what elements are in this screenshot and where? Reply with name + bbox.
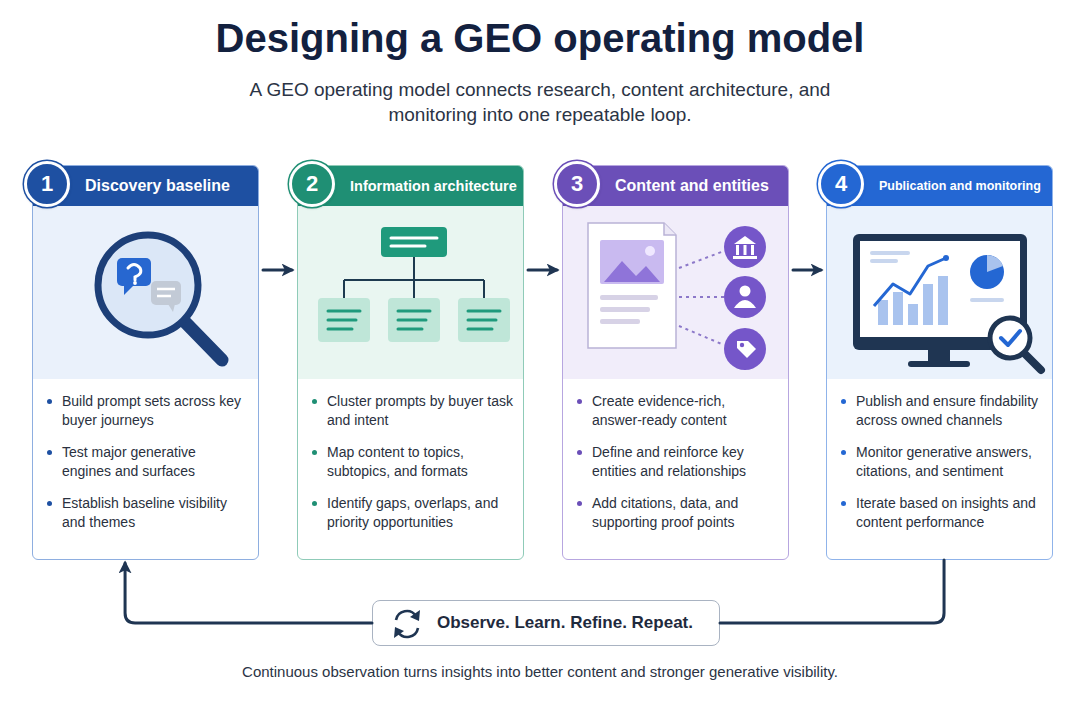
loop-connector (125, 563, 372, 623)
step-number-circle: 3 (554, 161, 600, 207)
flow-arrow (528, 269, 557, 272)
bullet-dot (312, 450, 317, 455)
bullet-dot (47, 450, 52, 455)
bullet-item: Establish baseline visibility and themes (47, 494, 248, 532)
bullet-text: Establish baseline visibility and themes (62, 494, 248, 532)
bullet-item: Add citations, data, and supporting proo… (577, 494, 778, 532)
subtitle-text: A GEO operating model connects research,… (230, 77, 850, 127)
step-number-circle: 4 (818, 161, 864, 207)
card-heading: Discovery baseline (85, 166, 252, 206)
card-heading: Information architecture (350, 166, 517, 206)
bullet-dot (312, 501, 317, 506)
bullet-dot (47, 501, 52, 506)
bullet-text: Define and reinforce key entities and re… (592, 443, 778, 481)
card-heading: Publication and monitoring (879, 166, 1046, 206)
bullet-item: Monitor generative answers, citations, a… (841, 443, 1042, 481)
bullet-list: Cluster prompts by buyer task and intent… (312, 392, 513, 553)
step-number-circle: 2 (289, 161, 335, 207)
loop-connector (720, 560, 944, 623)
bullet-item: Define and reinforce key entities and re… (577, 443, 778, 481)
bullet-text: Monitor generative answers, citations, a… (856, 443, 1042, 481)
diagram-caption: Continuous observation turns insights in… (0, 663, 1080, 680)
bullet-text: Identify gaps, overlaps, and priority op… (327, 494, 513, 532)
bullet-dot (841, 450, 846, 455)
step-card: Build prompt sets across key buyer journ… (32, 165, 259, 560)
bullet-dot (577, 399, 582, 404)
bullet-item: Cluster prompts by buyer task and intent (312, 392, 513, 430)
bullet-list: Publish and ensure findability across ow… (841, 392, 1042, 553)
flow-arrow (263, 269, 292, 272)
bullet-text: Test major generative engines and surfac… (62, 443, 248, 481)
bullet-item: Build prompt sets across key buyer journ… (47, 392, 248, 430)
step-card: Cluster prompts by buyer task and intent… (297, 165, 524, 560)
step-card: Publish and ensure findability across ow… (826, 165, 1053, 560)
loop-box: Observe. Learn. Refine. Repeat. (372, 600, 720, 646)
bullet-list: Build prompt sets across key buyer journ… (47, 392, 248, 553)
bullet-text: Cluster prompts by buyer task and intent (327, 392, 513, 430)
bullet-text: Create evidence-rich, answer-ready conte… (592, 392, 778, 430)
loop-text: Observe. Learn. Refine. Repeat. (437, 613, 693, 633)
bullet-text: Publish and ensure findability across ow… (856, 392, 1042, 430)
bullet-text: Iterate based on insights and content pe… (856, 494, 1042, 532)
bullet-text: Build prompt sets across key buyer journ… (62, 392, 248, 430)
flow-arrow (793, 269, 821, 272)
illustration-panel (298, 206, 523, 379)
diagram-title: Designing a GEO operating model (0, 16, 1080, 61)
bullet-dot (312, 399, 317, 404)
bullet-item: Iterate based on insights and content pe… (841, 494, 1042, 532)
bullet-item: Identify gaps, overlaps, and priority op… (312, 494, 513, 532)
bullet-dot (841, 399, 846, 404)
step-card: Create evidence-rich, answer-ready conte… (562, 165, 789, 560)
illustration-panel (33, 206, 258, 379)
bullet-item: Publish and ensure findability across ow… (841, 392, 1042, 430)
bullet-dot (577, 501, 582, 506)
bullet-dot (47, 399, 52, 404)
callout-number: 3 (571, 173, 583, 195)
bullet-item: Create evidence-rich, answer-ready conte… (577, 392, 778, 430)
bullet-dot (577, 450, 582, 455)
bullet-text: Add citations, data, and supporting proo… (592, 494, 778, 532)
callout-number: 2 (306, 173, 318, 195)
illustration-panel (563, 206, 788, 379)
bullet-list: Create evidence-rich, answer-ready conte… (577, 392, 778, 553)
bullet-item: Map content to topics, subtopics, and fo… (312, 443, 513, 481)
card-heading: Content and entities (615, 166, 782, 206)
bullet-item: Test major generative engines and surfac… (47, 443, 248, 481)
callout-number: 1 (41, 173, 53, 195)
callout-number: 4 (835, 173, 847, 195)
illustration-panel (827, 206, 1052, 379)
bullet-text: Map content to topics, subtopics, and fo… (327, 443, 513, 481)
step-number-circle: 1 (24, 161, 70, 207)
bullet-dot (841, 501, 846, 506)
